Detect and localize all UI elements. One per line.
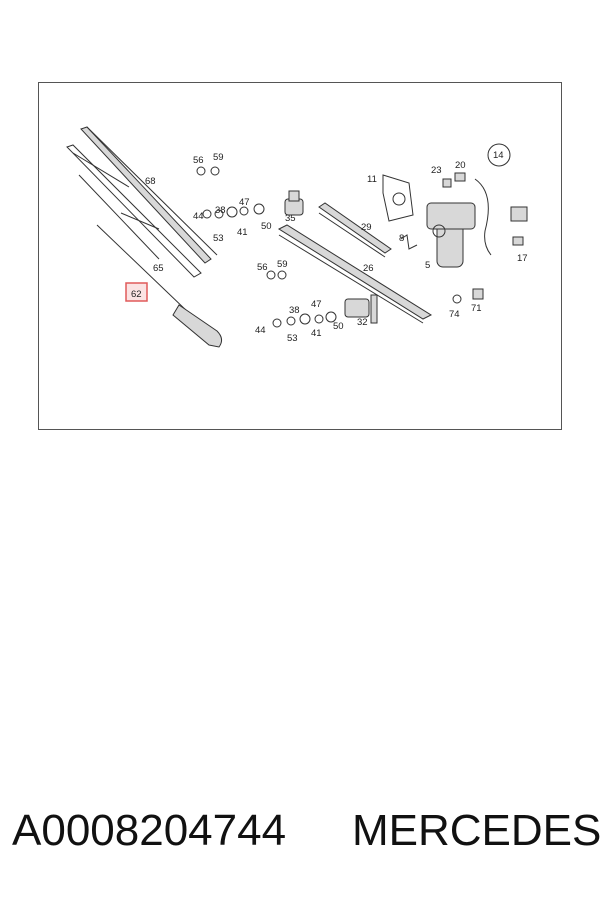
callout-56-lower: 56 [257, 262, 268, 273]
part-number: A0008204744 [12, 806, 287, 855]
callout-47-lower: 47 [311, 299, 322, 310]
callout-44: 44 [193, 211, 204, 222]
callout-26: 26 [363, 263, 374, 274]
callout-53-lower: 53 [287, 333, 298, 344]
callout-59: 59 [213, 152, 224, 163]
blade-frame-part [66, 144, 202, 278]
callout-8: 8 [399, 233, 404, 244]
callout-62-highlighted[interactable]: 62 [131, 289, 142, 300]
callout-59-lower: 59 [277, 259, 288, 270]
callout-50: 50 [261, 221, 272, 232]
washer-set-lower [266, 270, 337, 328]
motor-mount-plate [382, 174, 414, 222]
bracket-part [400, 234, 418, 250]
wiring-harness [474, 143, 528, 256]
linkage-rod-29 [318, 202, 392, 258]
callout-32: 32 [357, 317, 368, 328]
parts-diagram-frame: 68 56 59 44 38 47 53 41 50 35 65 62 56 5… [38, 82, 562, 430]
callout-53: 53 [213, 233, 224, 244]
callout-11: 11 [367, 174, 377, 185]
callout-5: 5 [425, 260, 430, 271]
callout-56: 56 [193, 155, 204, 166]
callout-20: 20 [455, 160, 466, 171]
callout-50-lower: 50 [333, 321, 344, 332]
wiper-blade-part [80, 126, 218, 264]
callout-14: 14 [493, 150, 504, 161]
callout-74: 74 [449, 309, 460, 320]
callout-38: 38 [215, 205, 226, 216]
highlight-box [125, 282, 148, 302]
callout-35: 35 [285, 213, 296, 224]
callout-71: 71 [471, 303, 482, 314]
product-caption: A0008204744 MERCEDES [12, 800, 600, 860]
pivot-bushing-lower [344, 294, 378, 324]
callout-17: 17 [517, 253, 528, 264]
washer-set-upper [196, 166, 265, 219]
callout-38-lower: 38 [289, 305, 300, 316]
linkage-rod-26 [277, 224, 433, 324]
brand-name: MERCEDES [352, 806, 600, 855]
callout-65: 65 [153, 263, 164, 274]
callout-23: 23 [431, 165, 442, 176]
bolt-set [442, 172, 484, 304]
callout-41-lower: 41 [311, 328, 322, 339]
wiper-parts-diagram: 68 56 59 44 38 47 53 41 50 35 65 62 56 5… [66, 126, 528, 348]
pivot-bushing-upper [284, 190, 304, 216]
wiper-arm-part [96, 224, 223, 348]
callout-29: 29 [361, 222, 372, 233]
callout-44-lower: 44 [255, 325, 266, 336]
callout-68: 68 [145, 176, 156, 187]
wiper-motor-part [426, 202, 476, 268]
callout-41: 41 [237, 227, 248, 238]
callout-47: 47 [239, 197, 250, 208]
